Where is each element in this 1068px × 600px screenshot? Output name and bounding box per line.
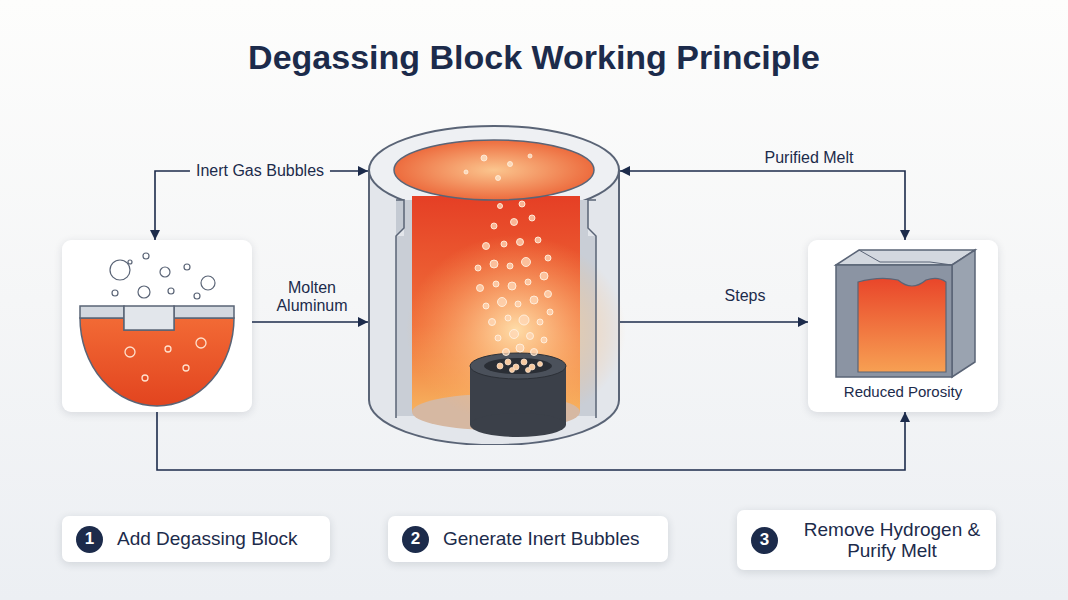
step-box: 2 Generate Inert Bubbles (388, 516, 668, 562)
flow-connector (252, 321, 368, 323)
step-text: Remove Hydrogen & Purify Melt (792, 519, 992, 561)
step-box: 3 Remove Hydrogen & Purify Melt (737, 510, 996, 570)
connector-label: Molten Aluminum (264, 279, 360, 315)
crucible-vessel (368, 125, 620, 445)
crucible-outline (368, 125, 620, 445)
connector-label: Steps (725, 287, 766, 305)
step-number: 3 (751, 527, 778, 554)
illustration-card (62, 240, 252, 412)
crucible-rim (369, 126, 619, 214)
step-number: 2 (402, 526, 429, 553)
illustration-card: Reduced Porosity (808, 240, 998, 412)
flow-connector (620, 171, 905, 240)
card-caption: Reduced Porosity (808, 383, 998, 400)
step-text: Generate Inert Bubbles (443, 528, 639, 550)
connector-label: Purified Melt (765, 149, 854, 167)
step-box: 1 Add Degassing Block (62, 516, 330, 562)
diagram-title: Degassing Block Working Principle (0, 38, 1068, 77)
flow-connector (155, 171, 368, 240)
step-text: Add Degassing Block (117, 528, 298, 550)
flow-connector (620, 321, 808, 323)
step-number: 1 (76, 526, 103, 553)
connector-label: Inert Gas Bubbles (190, 162, 330, 180)
